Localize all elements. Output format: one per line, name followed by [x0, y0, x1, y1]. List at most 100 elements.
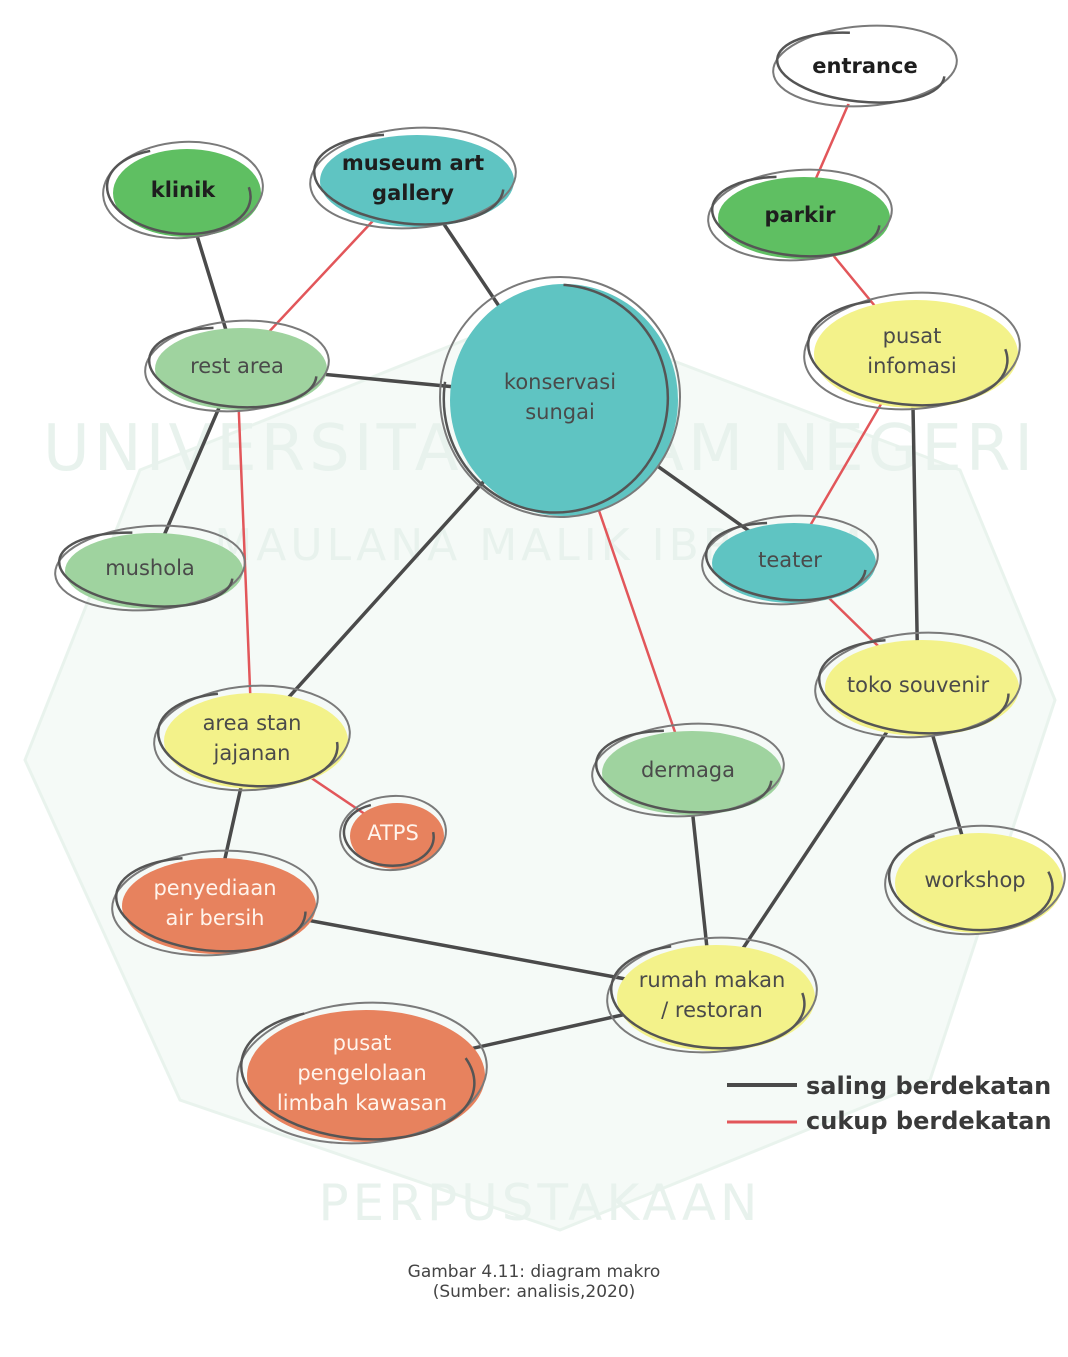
node-limbah-outline: [236, 1001, 488, 1145]
legend: saling berdekatan cukup berdekatan: [727, 1072, 1052, 1135]
node-mushola: mushola: [54, 524, 246, 612]
node-stan-fill: [164, 693, 348, 789]
node-museum-label-line-1: gallery: [372, 181, 454, 205]
node-museum-outline-inner: [312, 133, 505, 226]
node-toko: toko souvenir: [814, 631, 1022, 739]
node-stan-outline: [153, 684, 351, 792]
watermark-text-bottom: PERPUSTAKAAN: [319, 1174, 762, 1232]
node-teater-outline-inner: [704, 521, 867, 602]
node-konservasi-outline-inner: [442, 283, 670, 514]
node-air-outline-inner: [114, 856, 307, 953]
node-klinik-fill: [113, 149, 261, 237]
node-atps-outline: [339, 794, 447, 872]
node-pusat_info-label-line-1: infomasi: [867, 354, 957, 378]
node-atps: ATPS: [339, 794, 447, 872]
node-air-fill: [122, 858, 316, 954]
node-workshop-fill: [895, 833, 1063, 933]
node-pusat_info-outline: [803, 291, 1021, 411]
node-klinik: klinik: [102, 140, 264, 240]
node-limbah-outline-inner: [240, 1008, 476, 1141]
node-air-label-line-1: air bersih: [166, 906, 265, 930]
node-parkir-outline-inner: [710, 175, 881, 258]
node-teater-outline: [701, 514, 879, 606]
node-toko-fill: [825, 640, 1019, 736]
node-air-label-line-0: penyediaan: [153, 876, 276, 900]
node-dermaga: dermaga: [591, 722, 785, 818]
node-entrance-label-line-0: entrance: [812, 54, 917, 78]
node-stan-label-line-1: jajanan: [213, 741, 291, 765]
node-museum-label-line-0: museum art: [342, 151, 484, 175]
node-atps-fill: [350, 803, 444, 869]
node-mushola-outline-inner: [57, 531, 234, 608]
node-museum-outline: [309, 126, 517, 230]
legend-label-cukup: cukup berdekatan: [806, 1107, 1052, 1135]
node-klinik-label-line-0: klinik: [151, 178, 217, 202]
node-konservasi-outline: [439, 276, 681, 518]
node-entrance-outline: [772, 24, 958, 108]
node-limbah-label-line-2: limbah kawasan: [277, 1091, 447, 1115]
node-stan-outline-inner: [156, 691, 339, 788]
node-workshop-outline-inner: [887, 831, 1054, 932]
edge-rest-stan-cukup: [235, 364, 254, 740]
node-limbah-label-line-0: pusat: [333, 1031, 392, 1055]
node-rumah-outline-inner: [609, 943, 806, 1050]
node-limbah: pusat pengelolaan limbah kawasan: [236, 1001, 488, 1145]
node-konservasi-label-line-1: sungai: [525, 400, 595, 424]
node-rumah-fill: [617, 945, 815, 1051]
node-workshop-outline: [884, 824, 1066, 936]
node-limbah-fill: [247, 1010, 485, 1142]
node-klinik-outline: [102, 140, 264, 240]
node-parkir-outline: [707, 168, 893, 262]
node-workshop-label-line-0: workshop: [924, 868, 1025, 892]
node-pusat_info-fill: [814, 300, 1018, 408]
node-klinik-outline-inner: [105, 147, 252, 236]
node-workshop: workshop: [884, 824, 1066, 936]
node-parkir: parkir: [707, 168, 893, 262]
node-stan: area stan jajanan: [153, 684, 351, 792]
node-dermaga-fill: [602, 731, 782, 815]
node-pusat_info-outline-inner: [806, 298, 1009, 407]
node-mushola-label-line-0: mushola: [105, 556, 195, 580]
node-mushola-fill: [65, 533, 243, 609]
node-dermaga-outline: [591, 722, 785, 818]
node-air-outline: [111, 849, 319, 957]
node-parkir-label-line-0: parkir: [764, 203, 836, 227]
node-rumah-label-line-0: rumah makan: [639, 968, 786, 992]
node-museum: museum art gallery: [309, 126, 517, 230]
node-entrance: entrance: [772, 24, 958, 108]
node-konservasi-fill: [450, 284, 678, 516]
node-rest-fill: [155, 328, 327, 410]
node-teater-label-line-0: teater: [758, 548, 822, 572]
node-toko-label-line-0: toko souvenir: [847, 673, 990, 697]
node-teater: teater: [701, 514, 879, 606]
node-pusat_info-label-line-0: pusat: [883, 324, 942, 348]
node-rest: rest area: [144, 319, 330, 413]
node-air: penyediaan air bersih: [111, 849, 319, 957]
node-toko-outline: [814, 631, 1022, 739]
node-limbah-label-line-1: pengelolaan: [297, 1061, 426, 1085]
node-mushola-outline: [54, 524, 246, 612]
node-dermaga-label-line-0: dermaga: [641, 758, 735, 782]
node-rumah-outline: [606, 936, 818, 1054]
node-stan-label-line-0: area stan: [203, 711, 302, 735]
node-layer: entrance klinik museum art gallery parkir res…: [54, 24, 1066, 1145]
node-pusat_info: pusat infomasi: [803, 291, 1021, 411]
node-konservasi-label-line-0: konservasi: [504, 370, 616, 394]
caption-source: (Sumber: analisis,2020): [432, 1282, 636, 1302]
node-teater-fill: [712, 523, 876, 603]
caption-title: Gambar 4.11: diagram makro: [407, 1262, 661, 1282]
node-parkir-fill: [718, 177, 890, 259]
legend-label-saling: saling berdekatan: [806, 1072, 1051, 1100]
node-atps-outline-inner: [342, 802, 435, 868]
node-rumah-label-line-1: / restoran: [661, 998, 763, 1022]
node-rest-outline: [144, 319, 330, 413]
node-rest-label-line-0: rest area: [190, 354, 284, 378]
node-rumah: rumah makan / restoran: [606, 936, 818, 1054]
node-toko-outline-inner: [817, 638, 1010, 735]
node-atps-label-line-0: ATPS: [367, 821, 419, 845]
node-konservasi: konservasi sungai: [439, 276, 681, 518]
node-dermaga-outline-inner: [594, 729, 773, 814]
node-museum-fill: [320, 135, 514, 227]
node-entrance-fill: [783, 33, 955, 105]
